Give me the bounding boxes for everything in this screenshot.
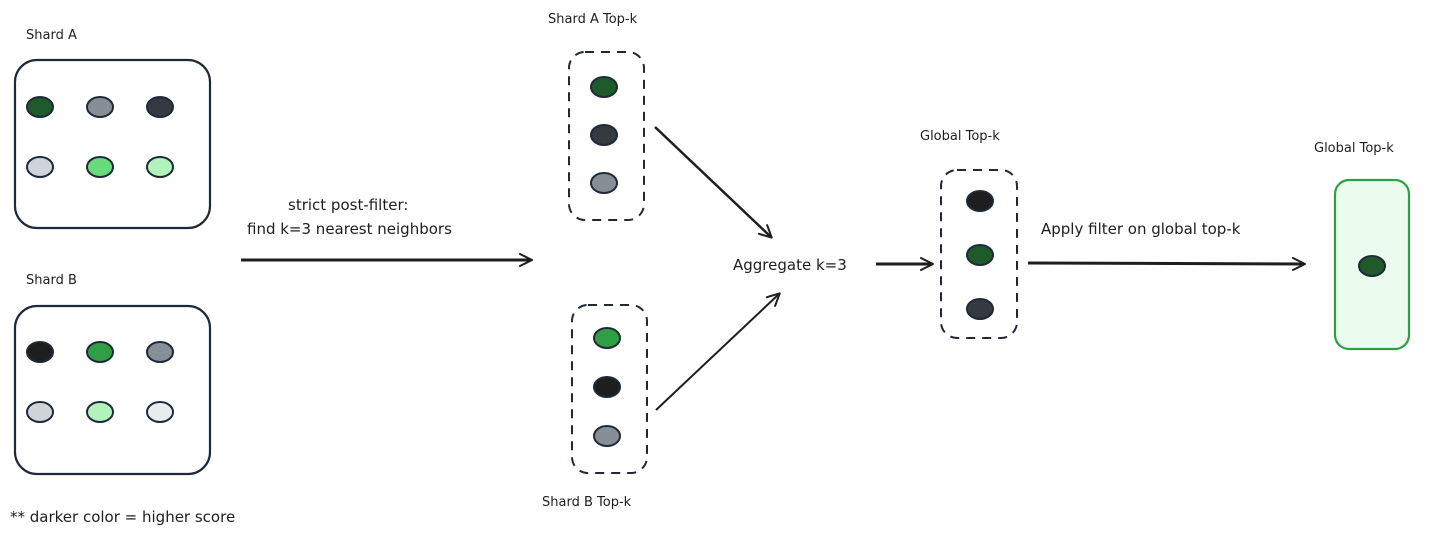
legend-note: ** darker color = higher score bbox=[10, 508, 236, 526]
shard-b-topk-point-2 bbox=[593, 376, 621, 398]
shard-b-box bbox=[13, 304, 212, 476]
shard-a-topk-box bbox=[568, 51, 645, 221]
global-topk-point-2 bbox=[966, 244, 994, 266]
point-dark-slate bbox=[146, 96, 174, 118]
global-topk-label: Global Top-k bbox=[920, 129, 1000, 144]
point-dark-green bbox=[26, 96, 54, 118]
shard-a-topk-point-2 bbox=[590, 124, 618, 146]
point-very-light-gray bbox=[146, 401, 174, 423]
global-topk-point-3 bbox=[966, 298, 994, 320]
point-gray bbox=[146, 341, 174, 363]
point-light-gray bbox=[26, 156, 54, 178]
global-topk-box bbox=[940, 169, 1018, 339]
shard-b-to-aggregate-arrow bbox=[655, 292, 781, 411]
shard-b-points bbox=[26, 341, 174, 423]
shard-a-topk-point-1 bbox=[590, 76, 618, 98]
aggregate-label: Aggregate k=3 bbox=[733, 256, 847, 274]
filtered-topk-point-1 bbox=[1358, 255, 1386, 277]
global-topk-points bbox=[966, 190, 994, 320]
shard-a-to-aggregate-arrow bbox=[654, 126, 773, 239]
shard-a-topk-label: Shard A Top-k bbox=[548, 12, 638, 27]
point-green bbox=[86, 341, 114, 363]
global-topk-point-1 bbox=[966, 190, 994, 212]
point-black bbox=[26, 341, 54, 363]
point-mid-green bbox=[86, 156, 114, 178]
shard-b-topk-label: Shard B Top-k bbox=[542, 495, 632, 510]
point-light-gray bbox=[26, 401, 54, 423]
post-filter-label-line2: find k=3 nearest neighbors bbox=[247, 220, 452, 238]
shard-a-box bbox=[13, 58, 212, 230]
apply-filter-label: Apply filter on global top-k bbox=[1041, 220, 1241, 238]
post-filter-label-line1: strict post-filter: bbox=[288, 196, 409, 214]
shard-b-topk-point-1 bbox=[593, 327, 621, 349]
shard-a-points bbox=[26, 96, 174, 178]
point-light-green bbox=[86, 401, 114, 423]
shard-a-topk-point-3 bbox=[590, 172, 618, 194]
point-light-green bbox=[146, 156, 174, 178]
shard-a-topk-points bbox=[590, 76, 618, 194]
point-gray bbox=[86, 96, 114, 118]
filtered-global-topk-label: Global Top-k bbox=[1314, 141, 1394, 156]
shard-a-label: Shard A bbox=[26, 28, 77, 43]
filtered-global-topk-points bbox=[1358, 255, 1386, 277]
apply-filter-arrow bbox=[1027, 256, 1306, 271]
shard-b-topk-box bbox=[571, 304, 648, 474]
shard-b-topk-points bbox=[593, 327, 621, 447]
shard-b-topk-point-3 bbox=[593, 425, 621, 447]
shard-b-label: Shard B bbox=[26, 273, 77, 288]
